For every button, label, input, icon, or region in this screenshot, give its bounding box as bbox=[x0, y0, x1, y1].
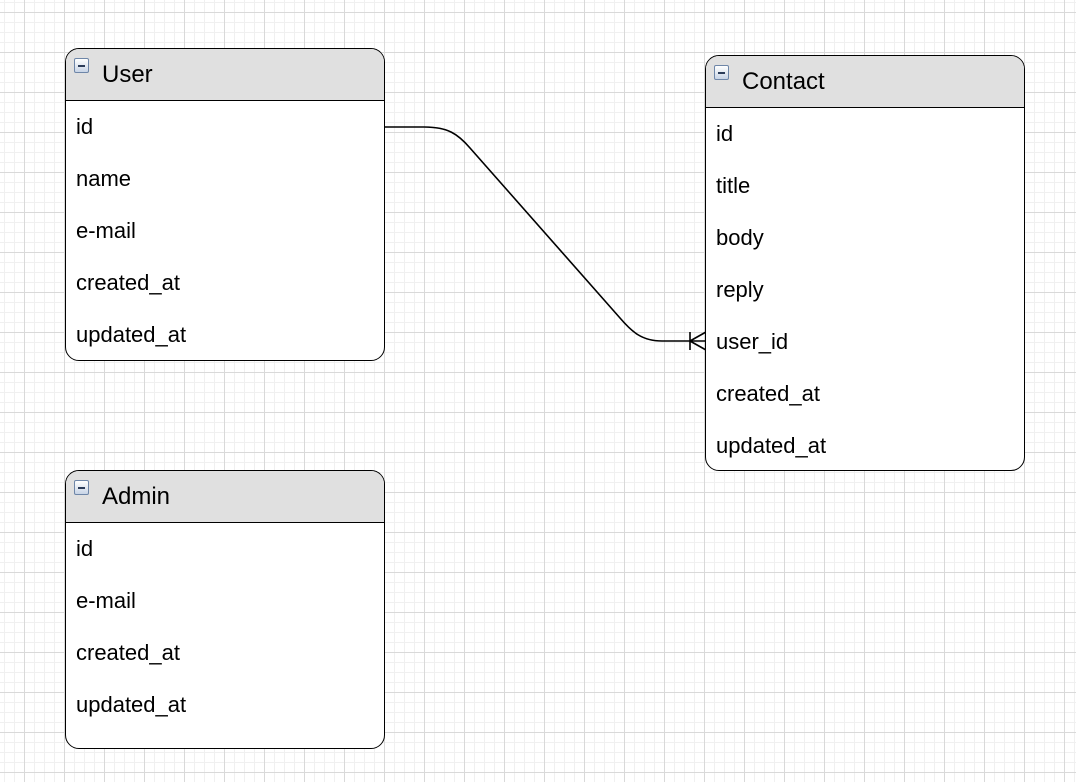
field-row[interactable]: e-mail bbox=[76, 218, 136, 243]
field-row[interactable]: body bbox=[716, 225, 764, 250]
collapse-icon[interactable] bbox=[74, 480, 89, 495]
entity-title: Contact bbox=[742, 68, 825, 95]
field-row[interactable]: title bbox=[716, 173, 751, 198]
entity-title: Admin bbox=[102, 483, 171, 510]
field-row[interactable]: user_id bbox=[716, 329, 789, 354]
field-row[interactable]: created_at bbox=[76, 640, 180, 665]
field-row[interactable]: created_at bbox=[76, 270, 180, 295]
field-row[interactable]: id bbox=[76, 536, 94, 561]
field-row[interactable]: created_at bbox=[716, 381, 820, 406]
entity-header[interactable]: Admin bbox=[66, 471, 384, 523]
entity-header[interactable]: Contact bbox=[706, 56, 1024, 108]
entity-title: User bbox=[102, 61, 153, 88]
collapse-icon[interactable] bbox=[714, 65, 729, 80]
entity-contact[interactable]: Contact id title body reply user_id crea… bbox=[705, 55, 1025, 471]
field-row[interactable]: updated_at bbox=[76, 692, 187, 717]
field-row[interactable]: reply bbox=[716, 277, 764, 302]
field-row[interactable]: name bbox=[76, 166, 132, 191]
field-row[interactable]: id bbox=[76, 114, 94, 139]
relation-line-user-contact[interactable] bbox=[384, 126, 706, 342]
entity-user[interactable]: User id name e-mail created_at updated_a… bbox=[65, 48, 385, 361]
entity-header[interactable]: User bbox=[66, 49, 384, 101]
collapse-icon[interactable] bbox=[74, 58, 89, 73]
field-row[interactable]: updated_at bbox=[76, 322, 187, 347]
field-row[interactable]: id bbox=[716, 121, 734, 146]
field-row[interactable]: e-mail bbox=[76, 588, 136, 613]
entity-admin[interactable]: Admin id e-mail created_at updated_at bbox=[65, 470, 385, 749]
crow-foot-many-icon bbox=[689, 331, 707, 351]
field-row[interactable]: updated_at bbox=[716, 433, 827, 458]
